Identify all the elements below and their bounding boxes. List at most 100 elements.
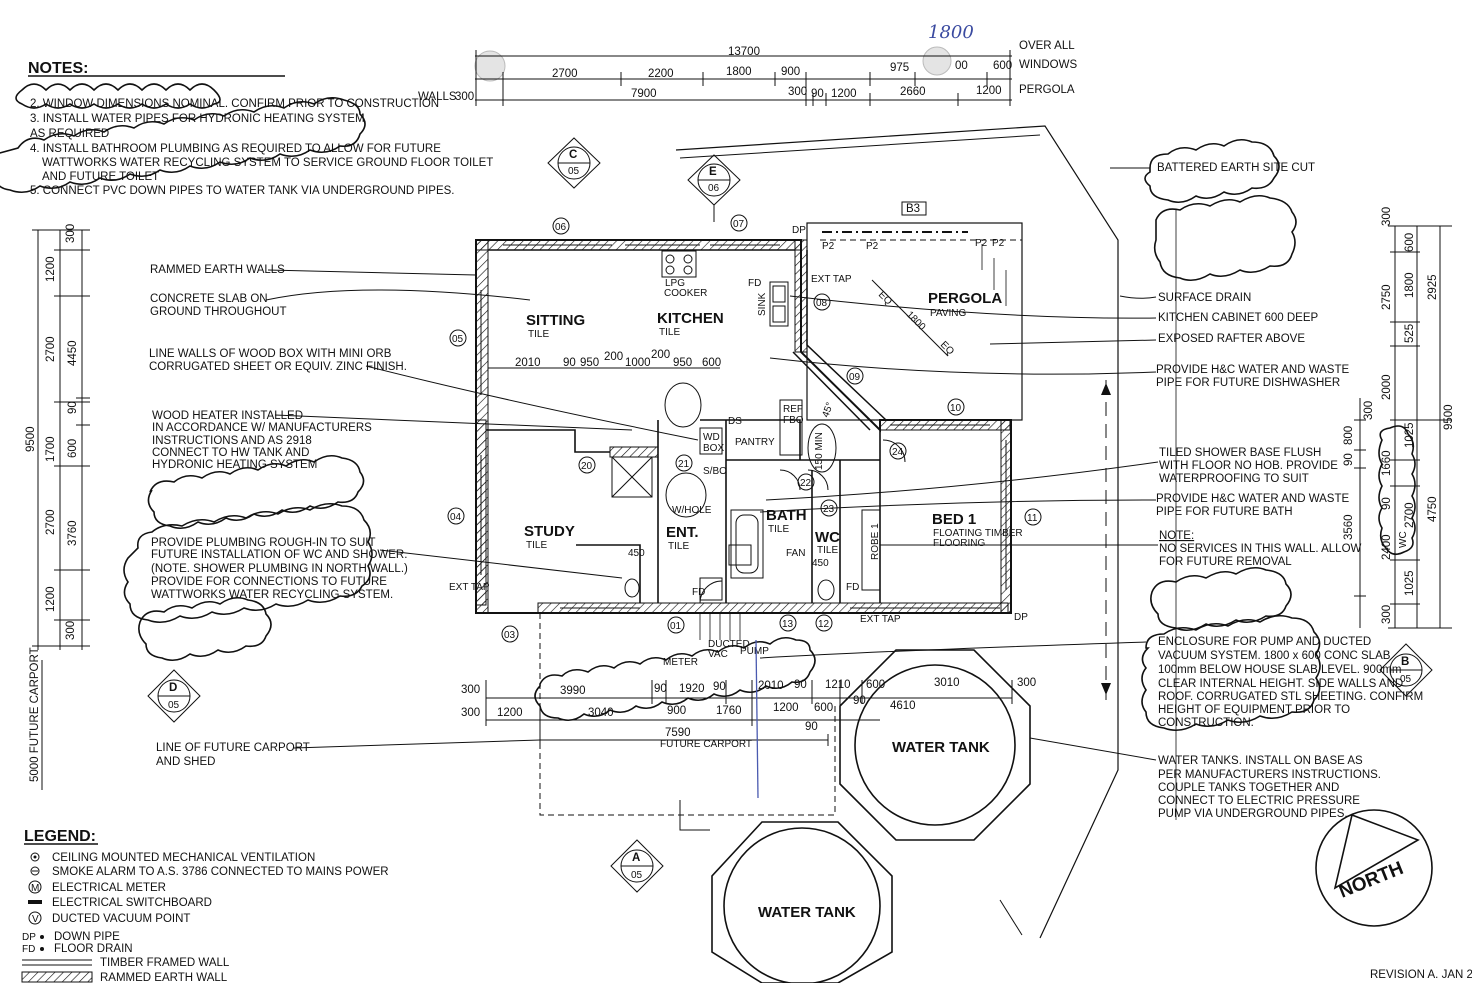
dim: 2700 (45, 509, 57, 535)
dim: 1200 (773, 702, 799, 714)
marker: 04 (447, 507, 465, 525)
fbo-label: FBO (783, 415, 804, 426)
legend-heading: LEGEND: (24, 828, 96, 845)
dim: 4450 (67, 340, 79, 366)
sink-label: SINK (757, 292, 768, 316)
callout-rammed-earth: RAMMED EARTH WALLS (150, 264, 285, 276)
legend-item: ELECTRICAL SWITCHBOARD (52, 897, 212, 909)
callout-wood-heater: CONNECT TO HW TANK AND (152, 447, 309, 459)
svg-text:12: 12 (818, 619, 830, 630)
revision-label: REVISION A. JAN 200 (1370, 969, 1472, 981)
dim: 1760 (716, 705, 742, 717)
callout-exposed-rafter: EXPOSED RAFTER ABOVE (1158, 333, 1305, 345)
dim: 1200 (831, 88, 857, 100)
dim: 300 (1381, 207, 1393, 226)
dim: 950 (673, 357, 692, 369)
dim: 00 (955, 60, 968, 72)
callout-enclosure: 100mm BELOW HOUSE SLAB LEVEL. 900mm (1158, 664, 1402, 676)
svg-text:05: 05 (631, 870, 643, 881)
label-pergola: PERGOLA (1019, 84, 1075, 96)
svg-text:08: 08 (816, 298, 828, 309)
svg-text:05: 05 (568, 166, 580, 177)
dim-45: 45° (820, 401, 836, 419)
dim: 600 (702, 357, 721, 369)
house: SITTING TILE KITCHEN TILE PERGOLA PAVING… (449, 201, 1028, 831)
markers: 01 03 04 05 06 07 08 09 10 11 12 13 20 2… (447, 214, 1042, 643)
dim-450: 450 (628, 548, 645, 559)
dim: 2750 (1381, 284, 1393, 310)
box-label: BOX (703, 443, 724, 454)
dim: 90 (794, 679, 807, 691)
callout-wood-box: CORRUGATED SHEET OR EQUIV. ZINC FINISH. (149, 361, 407, 373)
dim: 2660 (900, 86, 926, 98)
dim: 600 (866, 679, 885, 691)
callout-battered: BATTERED EARTH SITE CUT (1157, 162, 1315, 174)
pencil-mark (755, 639, 759, 799)
callout-kitchen-cabinet: KITCHEN CABINET 600 DEEP (1158, 312, 1319, 324)
note-item: 4. INSTALL BATHROOM PLUMBING AS REQUIRED… (30, 143, 441, 155)
revision-cloud (1141, 614, 1321, 732)
callout-enclosure: VACUUM SYSTEM. 1800 x 600 CONC SLAB (1158, 650, 1391, 662)
revision-cloud (123, 502, 373, 624)
water-tank-label: WATER TANK (892, 739, 990, 756)
dim: 1920 (679, 683, 705, 695)
callout-plumbing: FUTURE INSTALLATION OF WC AND SHOWER. (151, 549, 407, 561)
dim-overall: 13700 (728, 46, 760, 58)
svg-text:05: 05 (452, 334, 464, 345)
dim: 525 (1404, 324, 1416, 343)
dim: 1025 (1404, 570, 1416, 596)
marker: 11 (1024, 508, 1042, 526)
legend-symbol-m: M (31, 883, 39, 894)
callout-water-tanks: PER MANUFACTURERS INSTRUCTIONS. (1158, 769, 1381, 781)
dim: 90 (1381, 497, 1393, 510)
ext-tap-label: EXT TAP (811, 274, 852, 285)
p2-label: P2 (975, 238, 988, 249)
dim: 1210 (825, 679, 851, 691)
marker: 06 (552, 217, 570, 235)
callout-plumbing: (NOTE. SHOWER PLUMBING IN NORTH WALL.) (151, 563, 408, 575)
dim: 2925 (1427, 274, 1439, 300)
p2-label: P2 (822, 241, 835, 252)
dim: 3010 (934, 677, 960, 689)
b3-label: B3 (906, 203, 920, 215)
fan-label: FAN (786, 548, 805, 559)
svg-text:C: C (569, 149, 577, 161)
svg-text:D: D (169, 682, 177, 694)
callout-water-tanks: PUMP VIA UNDERGROUND PIPES. (1158, 808, 1348, 820)
legend-item: CEILING MOUNTED MECHANICAL VENTILATION (52, 852, 315, 864)
room-bed1-floor: FLOORING (933, 538, 985, 549)
water-tank-right: WATER TANK (839, 649, 1031, 841)
callout-enclosure: CLEAR INTERNAL HEIGHT. SIDE WALLS AND (1158, 678, 1403, 690)
callout-wood-box: LINE WALLS OF WOOD BOX WITH MINI ORB (149, 348, 392, 360)
room-bed1: BED 1 (932, 511, 976, 528)
marker: 01 (667, 616, 685, 634)
dim: 1200 (497, 707, 523, 719)
callout-enclosure: CONSTRUCTION. (1158, 717, 1254, 729)
room-entry: ENT. (666, 524, 699, 541)
dim: 90 (805, 721, 818, 733)
revision-cloud (1150, 566, 1292, 632)
svg-text:04: 04 (450, 512, 462, 523)
note-item: AND FUTURE TOILET (42, 171, 159, 183)
room-study-floor: TILE (526, 540, 547, 551)
ext-tap-label: EXT TAP (449, 582, 490, 593)
dim: 1000 (625, 357, 651, 369)
dim: 600 (1404, 233, 1416, 252)
marker: 03 (501, 625, 519, 643)
marker: 21 (675, 454, 693, 472)
note-item: 3. INSTALL WATER PIPES FOR HYDRONIC HEAT… (30, 113, 365, 125)
callout-water-tanks: WATER TANKS. INSTALL ON BASE AS (1158, 755, 1363, 767)
room-wc-floor: TILE (817, 545, 838, 556)
dim: 90 (654, 683, 667, 695)
svg-text:A: A (632, 852, 640, 864)
whole-label: W/HOLE (672, 505, 712, 516)
callout-carport: AND SHED (156, 756, 215, 768)
ext-tap-label: EXT TAP (860, 614, 901, 625)
dim: 7900 (631, 88, 657, 100)
fd-label: FD (692, 587, 705, 598)
callout-plumbing: WATTWORKS WATER RECYCLING SYSTEM. (151, 589, 393, 601)
dim: 3760 (67, 520, 79, 546)
callout-note: NO SERVICES IN THIS WALL. ALLOW (1159, 543, 1362, 555)
section-marker-d: D 05 (147, 669, 201, 723)
